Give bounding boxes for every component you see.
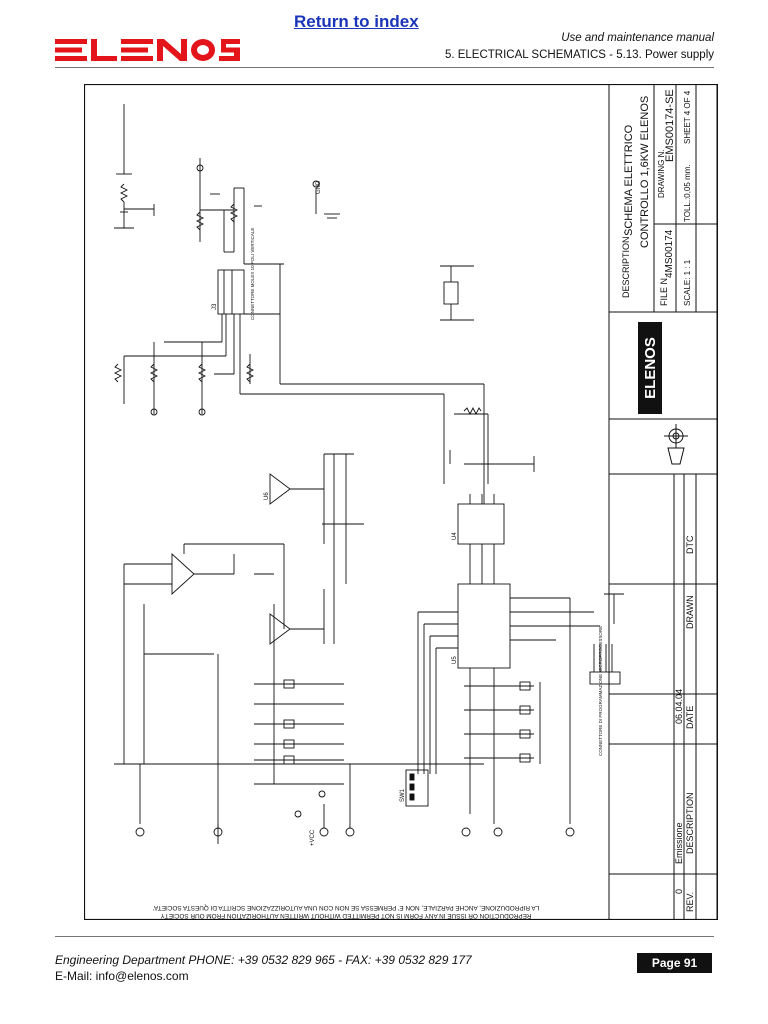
section-title: 5. ELECTRICAL SCHEMATICS - 5.13. Power s… — [444, 49, 714, 61]
tb-description-line1: SCHEMA ELETTRICO — [623, 124, 635, 236]
label-j2-desc: CONNETTORE DI PROGRAMMAZIONE MICROPROCES… — [598, 626, 603, 756]
label-gnd: GND — [316, 180, 322, 194]
ic-u4 — [457, 503, 505, 545]
connector-j3 — [217, 269, 245, 315]
svg-text:ELENOS: ELENOS — [642, 337, 659, 399]
rev-row-description: Emissione — [674, 822, 684, 864]
ic-u5 — [457, 583, 511, 669]
notice-english: REPRODUCTION OR ISSUE IN ANY FORM IS NOT… — [160, 912, 532, 919]
tb-toll: TOLL.:0,05 mm. — [683, 164, 692, 222]
label-u4: U4 — [452, 532, 458, 540]
rev-col-description: DESCRIPTION — [685, 792, 695, 854]
label-u5: U5 — [452, 656, 458, 664]
footer-divider — [55, 936, 714, 937]
header-divider — [55, 67, 714, 68]
label-u6: U6 — [264, 492, 270, 500]
tb-drawing-label: DRAWING N. — [657, 149, 666, 198]
tb-description-label: DESCRIPTION : — [621, 231, 631, 298]
opamp-3 — [269, 613, 291, 645]
title-block-logo: ELENOS — [638, 322, 662, 414]
tb-description-line2: CONTROLLO 1,6KW ELENOS — [639, 96, 651, 248]
tb-sheet: SHEET 4 OF 4 — [683, 90, 692, 144]
circuit-wiring — [113, 104, 624, 844]
tb-drawing-value: EMS00174-SE — [664, 89, 676, 162]
page-number-badge: Page 91 — [637, 953, 712, 973]
rev-col-drawn: DRAWN — [685, 595, 695, 629]
elenos-logo — [55, 39, 240, 61]
footer-contact: Engineering Department PHONE: +39 0532 8… — [55, 952, 472, 984]
rev-row-number: 0 — [674, 889, 684, 894]
notice-italian: LA RIPRODUZIONE, ANCHE PARZIALE, NON E' … — [153, 904, 539, 911]
opamp-1 — [171, 552, 195, 596]
rev-col-date: DATE — [685, 706, 695, 729]
rev-col-dtc: DTC — [685, 535, 695, 554]
return-to-index-link[interactable]: Return to index — [294, 12, 419, 31]
tb-file-label: FILE N. — [659, 275, 669, 306]
label-sw1: SW1 — [400, 788, 406, 802]
electrical-schematic: DESCRIPTION : SCHEMA ELETTRICO CONTROLLO… — [84, 84, 718, 920]
label-j3-desc: CONNETTORE MOLEX 10 POLI VERTICALE — [250, 228, 255, 320]
tb-file-value: 4MS00174 — [664, 229, 675, 278]
opamp-2 — [269, 473, 291, 505]
projection-symbol — [664, 424, 688, 465]
engineering-contact: Engineering Department PHONE: +39 0532 8… — [55, 953, 472, 967]
label-j3: J3 — [212, 303, 218, 310]
label-vcc: +VCC — [310, 829, 316, 846]
header-info: Use and maintenance manual 5. ELECTRICAL… — [445, 30, 714, 64]
manual-title: Use and maintenance manual — [561, 32, 714, 44]
connector-j2 — [589, 671, 621, 685]
tb-scale: SCALE: 1 : 1 — [683, 259, 692, 306]
dip-switch — [405, 769, 429, 807]
email-contact: E-Mail: info@elenos.com — [55, 969, 189, 983]
rev-row-date: 06.04.04 — [674, 689, 684, 724]
rev-col-rev: REV. — [685, 892, 695, 912]
